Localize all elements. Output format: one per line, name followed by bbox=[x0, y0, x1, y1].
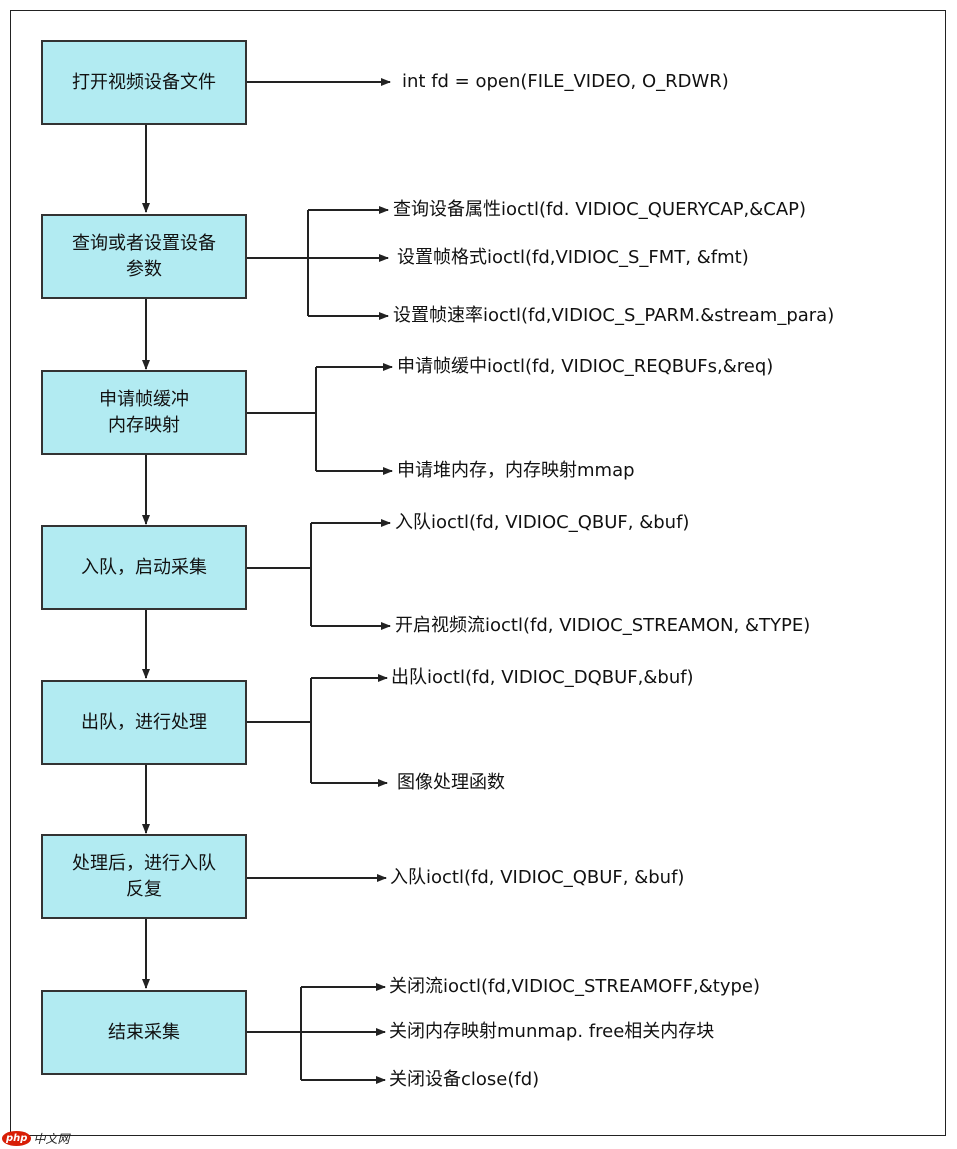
label-qbuf: 入队ioctl(fd, VIDIOC_QBUF, &buf) bbox=[395, 512, 690, 533]
step-text: 申请帧缓冲 bbox=[99, 388, 189, 410]
watermark-logo: php 中文网 bbox=[2, 1128, 69, 1148]
watermark-badge: php bbox=[2, 1130, 32, 1146]
label-munmap: 关闭内存映射munmap. free相关内存块 bbox=[389, 1021, 715, 1042]
label-dqbuf: 出队ioctl(fd, VIDIOC_DQBUF,&buf) bbox=[391, 667, 694, 688]
step-request-buffers: 申请帧缓冲内存映射 bbox=[41, 370, 247, 455]
label-streamon: 开启视频流ioctl(fd, VIDIOC_STREAMON, &TYPE) bbox=[395, 615, 811, 636]
step-requeue-repeat: 处理后，进行入队反复 bbox=[41, 834, 247, 919]
label-close: 关闭设备close(fd) bbox=[389, 1069, 540, 1090]
step-text: 处理后，进行入队 bbox=[72, 852, 216, 874]
step-text: 反复 bbox=[126, 878, 162, 900]
label-reqbufs: 申请帧缓中ioctl(fd, VIDIOC_REQBUFs,&req) bbox=[397, 356, 774, 377]
label-mmap: 申请堆内存，内存映射mmap bbox=[397, 460, 635, 481]
step-text: 查询或者设置设备 bbox=[72, 232, 216, 254]
step-stop-capture: 结束采集 bbox=[41, 990, 247, 1075]
label-requeue: 入队ioctl(fd, VIDIOC_QBUF, &buf) bbox=[390, 867, 685, 888]
step-enqueue-start: 入队，启动采集 bbox=[41, 525, 247, 610]
step-text: 结束采集 bbox=[108, 1021, 180, 1043]
label-querycap: 查询设备属性ioctl(fd. VIDIOC_QUERYCAP,&CAP) bbox=[393, 199, 807, 220]
step-open-device: 打开视频设备文件 bbox=[41, 40, 247, 125]
step-text: 内存映射 bbox=[108, 414, 180, 436]
label-streamoff: 关闭流ioctl(fd,VIDIOC_STREAMOFF,&type) bbox=[389, 976, 761, 997]
watermark-text: 中文网 bbox=[33, 1131, 70, 1146]
step-text: 入队，启动采集 bbox=[81, 556, 207, 578]
diagram-frame bbox=[10, 10, 946, 1136]
label-image-process: 图像处理函数 bbox=[397, 772, 505, 793]
step-text: 打开视频设备文件 bbox=[72, 71, 216, 93]
label-open: int fd = open(FILE_VIDEO, O_RDWR) bbox=[402, 71, 729, 92]
step-dequeue-process: 出队，进行处理 bbox=[41, 680, 247, 765]
label-s-parm: 设置帧速率ioctl(fd,VIDIOC_S_PARM.&stream_para… bbox=[393, 305, 835, 326]
label-s-fmt: 设置帧格式ioctl(fd,VIDIOC_S_FMT, &fmt) bbox=[397, 247, 749, 268]
step-text: 参数 bbox=[126, 258, 162, 280]
step-query-set-params: 查询或者设置设备参数 bbox=[41, 214, 247, 299]
step-text: 出队，进行处理 bbox=[81, 711, 207, 733]
